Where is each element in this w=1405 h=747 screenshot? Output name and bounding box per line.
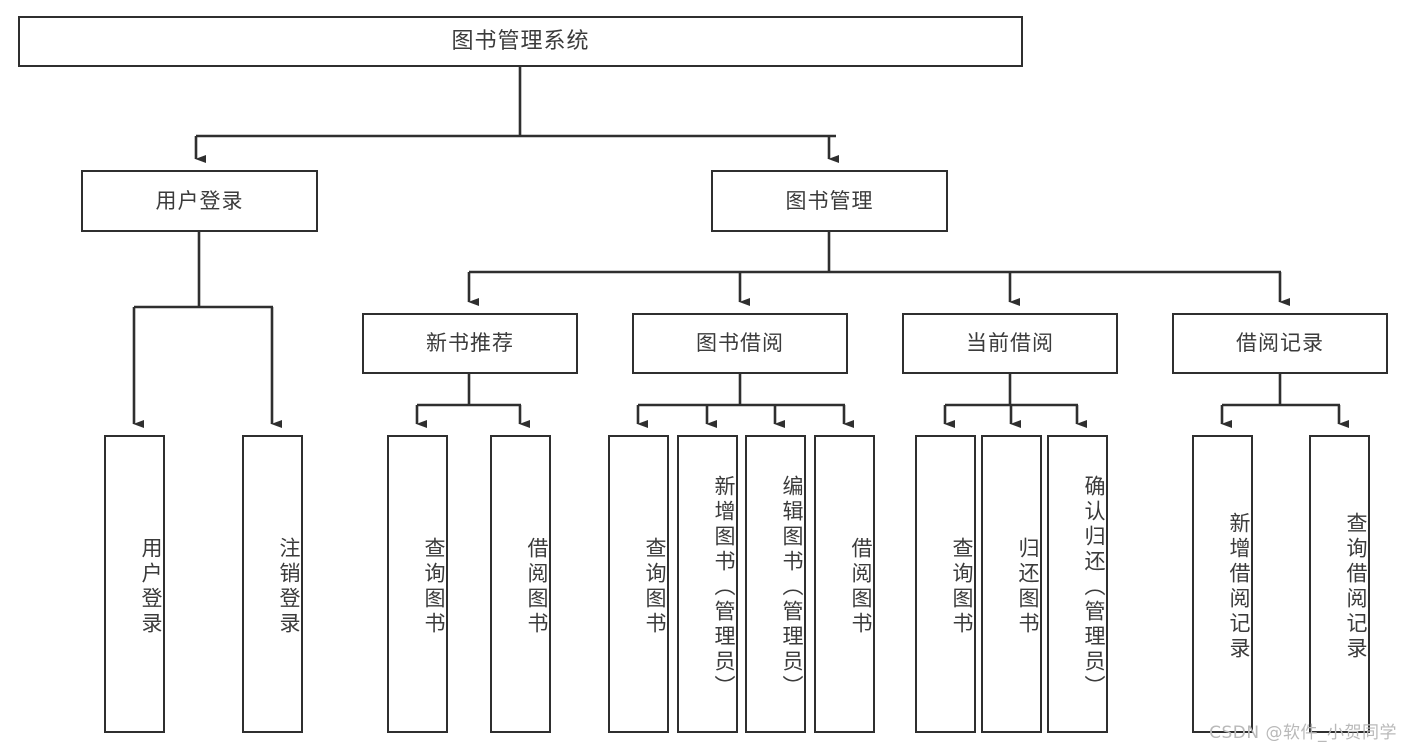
node-current-borrow-label: 当前借阅 — [966, 331, 1054, 355]
leaf-label: 借阅图书 — [525, 537, 549, 637]
leaf-label: 注销登录 — [277, 537, 301, 637]
leaf-label: 查询图书 — [950, 537, 974, 637]
leaf-label: 新增图书（管理员） — [712, 474, 736, 700]
leaf-label: 用户登录 — [139, 537, 163, 637]
leaf-user-login-1[interactable]: 用户登录 — [104, 435, 165, 733]
node-new-book-recommend[interactable]: 新书推荐 — [362, 313, 578, 374]
leaf-book-borrow-1[interactable]: 查询图书 — [608, 435, 669, 733]
leaf-label: 查询图书 — [422, 537, 446, 637]
node-borrow-records-label: 借阅记录 — [1236, 331, 1324, 355]
node-root-library-system[interactable]: 图书管理系统 — [18, 16, 1023, 67]
node-new-book-recommend-label: 新书推荐 — [426, 331, 514, 355]
leaf-borrow-records-2[interactable]: 查询借阅记录 — [1309, 435, 1370, 733]
leaf-book-borrow-2[interactable]: 新增图书（管理员） — [677, 435, 738, 733]
leaf-label: 新增借阅记录 — [1227, 512, 1251, 662]
leaf-current-borrow-3[interactable]: 确认归还（管理员） — [1047, 435, 1108, 733]
leaf-label: 查询借阅记录 — [1344, 512, 1368, 662]
csdn-watermark: CSDN @软件_小贺同学 — [1209, 723, 1397, 743]
node-borrow-records[interactable]: 借阅记录 — [1172, 313, 1388, 374]
leaf-book-borrow-4[interactable]: 借阅图书 — [814, 435, 875, 733]
leaf-current-borrow-1[interactable]: 查询图书 — [915, 435, 976, 733]
leaf-current-borrow-2[interactable]: 归还图书 — [981, 435, 1042, 733]
node-user-login[interactable]: 用户登录 — [81, 170, 318, 232]
leaf-label: 查询图书 — [643, 537, 667, 637]
node-book-management-label: 图书管理 — [785, 188, 874, 213]
leaf-book-borrow-3[interactable]: 编辑图书（管理员） — [745, 435, 806, 733]
leaf-label: 编辑图书（管理员） — [780, 474, 804, 700]
node-root-label: 图书管理系统 — [451, 28, 590, 54]
leaf-label: 确认归还（管理员） — [1082, 474, 1106, 700]
node-current-borrow[interactable]: 当前借阅 — [902, 313, 1118, 374]
leaf-user-login-2[interactable]: 注销登录 — [242, 435, 303, 733]
node-user-login-label: 用户登录 — [155, 188, 244, 213]
leaf-new-book-recommend-2[interactable]: 借阅图书 — [490, 435, 551, 733]
leaf-label: 归还图书 — [1016, 537, 1040, 637]
leaf-new-book-recommend-1[interactable]: 查询图书 — [387, 435, 448, 733]
node-book-management[interactable]: 图书管理 — [711, 170, 948, 232]
leaf-label: 借阅图书 — [849, 537, 873, 637]
node-book-borrow-label: 图书借阅 — [696, 331, 784, 355]
node-book-borrow[interactable]: 图书借阅 — [632, 313, 848, 374]
leaf-borrow-records-1[interactable]: 新增借阅记录 — [1192, 435, 1253, 733]
